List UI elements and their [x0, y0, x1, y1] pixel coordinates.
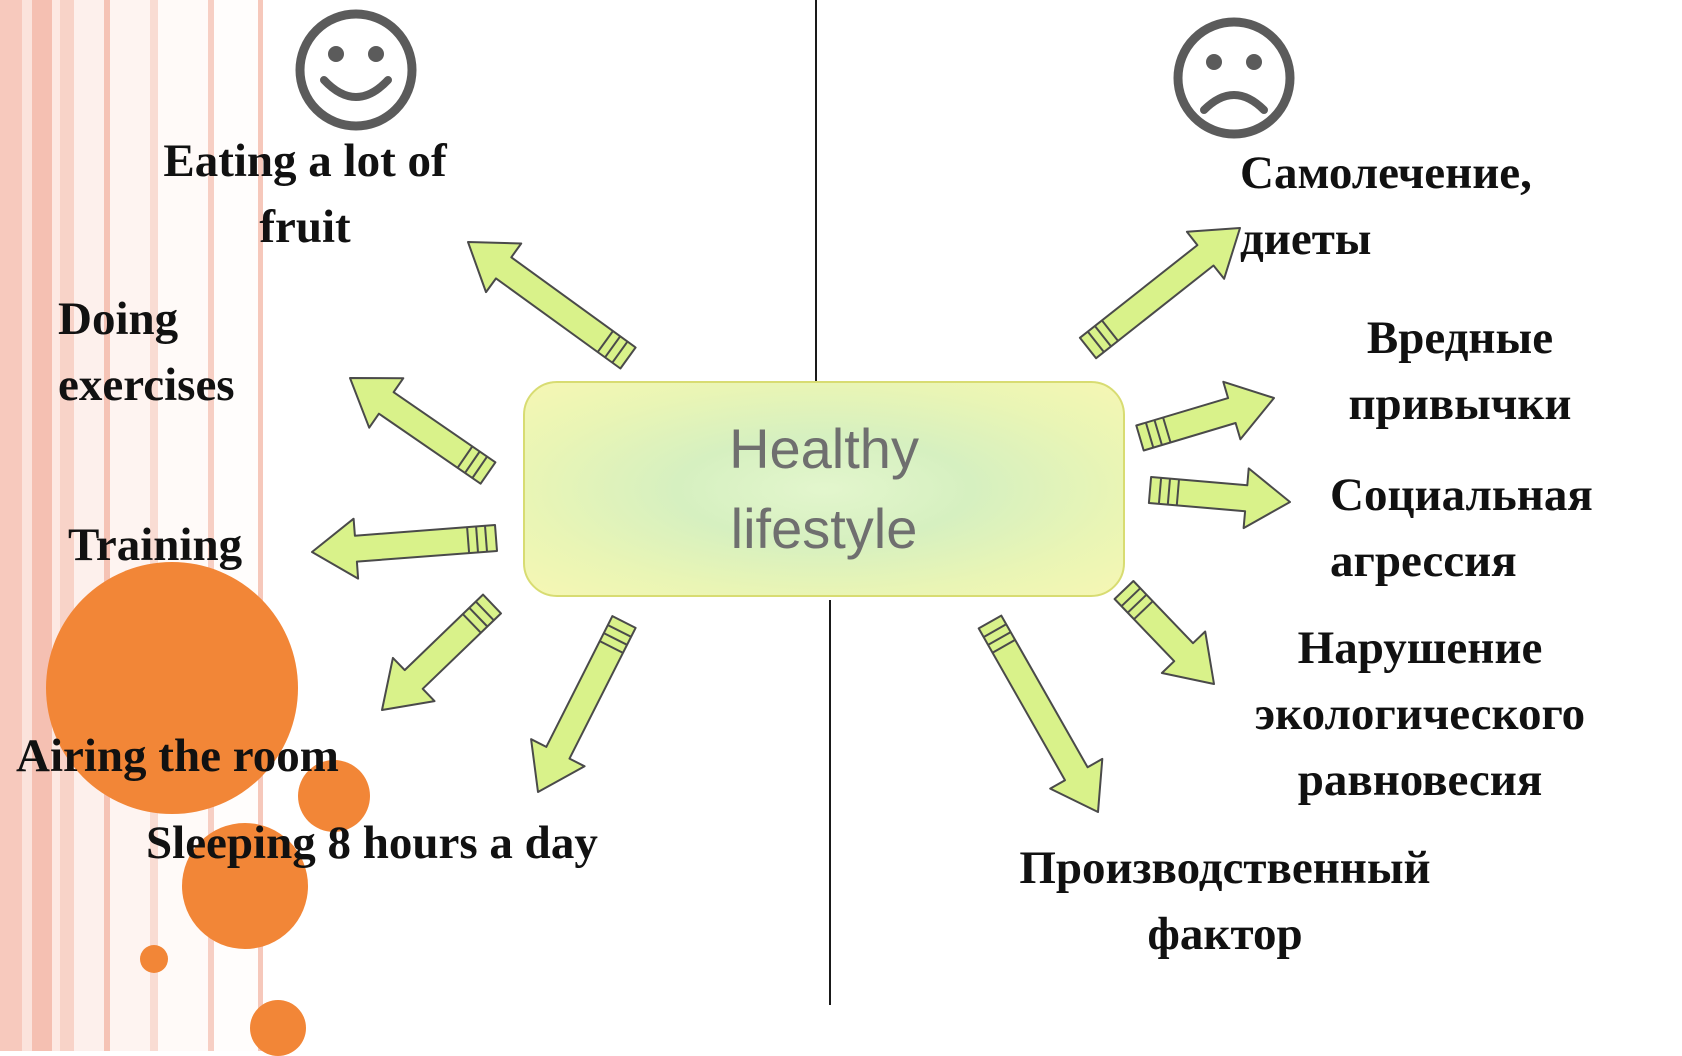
- harmful-factor-self-treatment: Самолечение, диеты: [1240, 140, 1620, 272]
- healthy-factor-fruit: Eating a lot of fruit: [120, 128, 490, 260]
- arrow-to-fruit: [468, 242, 636, 369]
- arrow-to-bad-habits: [1136, 382, 1274, 451]
- harmful-factor-industrial: Производственный фактор: [955, 835, 1495, 967]
- harmful-factor-social-aggression: Социальная агрессия: [1330, 462, 1680, 594]
- arrow-to-training: [312, 519, 497, 579]
- central-concept-box: Healthy lifestyle: [523, 381, 1125, 597]
- healthy-factor-airing: Airing the room: [16, 723, 436, 789]
- harmful-factor-bad-habits: Вредные привычки: [1300, 305, 1620, 437]
- arrow-to-exercises: [350, 378, 495, 484]
- healthy-factor-sleeping: Sleeping 8 hours a day: [146, 810, 726, 876]
- central-concept-title: Healthy lifestyle: [729, 409, 919, 569]
- healthy-factor-training: Training: [68, 512, 298, 578]
- arrow-to-sleeping: [531, 616, 636, 792]
- arrow-to-industrial: [979, 616, 1103, 812]
- arrow-to-self-treatment: [1080, 228, 1240, 358]
- healthy-factor-exercises: Doing exercises: [58, 286, 288, 418]
- arrow-to-social: [1149, 468, 1290, 528]
- arrow-to-airing: [382, 595, 501, 710]
- harmful-factor-ecology: Нарушение экологического равновесия: [1200, 615, 1640, 813]
